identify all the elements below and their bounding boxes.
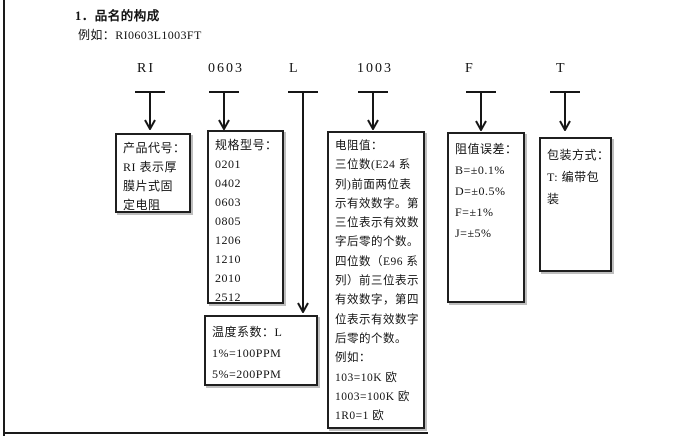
- box-tolerance: 阻值误差： B=±0.1% D=±0.5% F=±1% J=±5%: [447, 132, 525, 303]
- box-resistance-value: 电阻值： 三位数(E24 系 列)前面两位表 示有效数字。第 三位表示有效数 字…: [327, 131, 425, 429]
- segment-product-code: RI: [137, 61, 155, 76]
- box-product-code: 产品代号： RI 表示厚 膜片式固 定电阻: [115, 133, 191, 213]
- arrowhead-icon: [297, 302, 309, 313]
- down-arrow-icon: [466, 91, 496, 131]
- down-arrow-icon: [135, 91, 165, 130]
- box-tolerance-text: 阻值误差： B=±0.1% D=±0.5% F=±1% J=±5%: [455, 142, 518, 240]
- arrowhead-icon: [559, 120, 571, 131]
- box-product-code-text: 产品代号： RI 表示厚 膜片式固 定电阻: [123, 141, 186, 212]
- box-packaging: 包装方式： T: 编带包 装: [539, 137, 612, 272]
- segment-tcr-code: L: [289, 61, 300, 76]
- box-size-codes-text: 规格型号： 0201 0402 0603 0805 1206 1210 2010…: [215, 138, 278, 304]
- page-bottom-rule: [3, 432, 428, 434]
- page-left-border: [3, 0, 5, 436]
- down-arrow-icon: [288, 91, 318, 313]
- down-arrow-icon: [209, 91, 239, 130]
- down-arrow-icon: [550, 91, 580, 131]
- box-temperature-coefficient: 温度系数：L 1%=100PPM 5%=200PPM: [204, 315, 318, 386]
- segment-size-code: 0603: [208, 61, 244, 76]
- segment-packaging-code: T: [556, 61, 567, 76]
- segment-tolerance-code: F: [465, 61, 475, 76]
- arrowhead-icon: [475, 120, 487, 131]
- down-arrow-icon: [358, 91, 388, 130]
- arrowhead-icon: [367, 119, 379, 130]
- arrowhead-icon: [144, 119, 156, 130]
- arrowhead-icon: [218, 119, 230, 130]
- box-resistance-value-text: 电阻值： 三位数(E24 系 列)前面两位表 示有效数字。第 三位表示有效数 字…: [335, 140, 419, 423]
- box-size-codes: 规格型号： 0201 0402 0603 0805 1206 1210 2010…: [207, 130, 284, 304]
- segment-resistance-code: 1003: [357, 61, 393, 76]
- section-title: 1．品名的构成: [75, 9, 160, 23]
- box-packaging-text: 包装方式： T: 编带包 装: [547, 148, 610, 206]
- box-temperature-coefficient-text: 温度系数：L 1%=100PPM 5%=200PPM: [212, 325, 283, 381]
- example-part-number: 例如：RI0603L1003FT: [78, 28, 202, 42]
